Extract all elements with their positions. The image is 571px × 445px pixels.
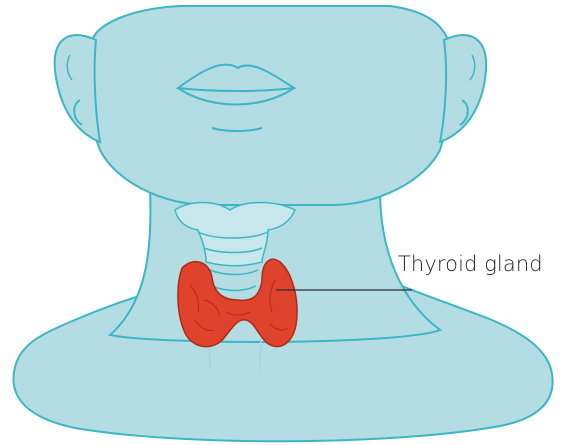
head: [88, 6, 452, 205]
thyroid-gland-label: Thyroid gland: [398, 252, 543, 276]
right-ear: [440, 35, 486, 142]
left-ear: [55, 35, 100, 142]
